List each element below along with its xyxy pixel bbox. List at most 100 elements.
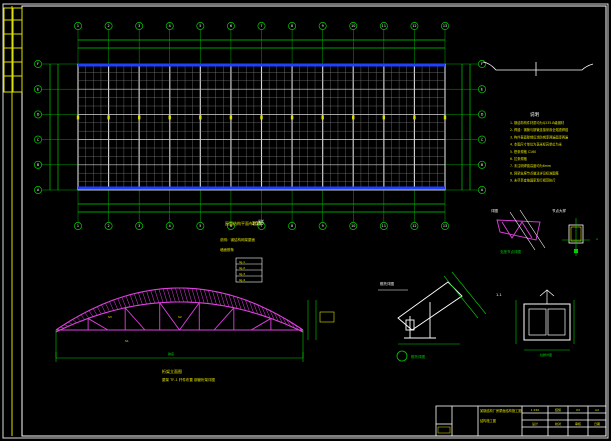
- note-line: 5. 檩条规格 C160: [510, 149, 536, 154]
- grid-bubble-left: A: [34, 186, 42, 194]
- svg-text:6: 6: [230, 24, 232, 28]
- detail2-title: 节点大样: [552, 208, 566, 213]
- svg-text:B: B: [481, 163, 484, 167]
- grid-axis-left: F E D C B A: [34, 60, 78, 194]
- grid-bubble-bottom: 1: [74, 222, 82, 230]
- grid-bubble-right: C: [478, 135, 486, 144]
- detail4-label: 1-1: [496, 293, 502, 297]
- grid-bubble-bottom: 13: [441, 222, 449, 230]
- left-stamp-strip: [3, 7, 23, 93]
- notes-title: 说明: [530, 111, 539, 118]
- support-mark: [107, 115, 110, 120]
- note-line: 4. 本图尺寸单位为毫米标高单位为米: [510, 142, 563, 147]
- svg-text:D: D: [37, 113, 40, 117]
- svg-text:E: E: [37, 87, 39, 91]
- support-mark: [76, 115, 80, 120]
- sheet-frame: [2, 3, 609, 439]
- svg-text:11: 11: [382, 24, 386, 28]
- grid-bubble-top: 1: [74, 22, 82, 30]
- grid-bubble-top: 5: [196, 22, 205, 30]
- grid-bubble-top: 3: [135, 22, 144, 30]
- note-line: 1. 钢结构构件材质均为Q235-B级钢材: [510, 120, 565, 125]
- truss-callout: S1: [125, 339, 129, 343]
- svg-text:F: F: [37, 62, 39, 66]
- support-mark: [260, 115, 263, 120]
- svg-text:7: 7: [260, 224, 262, 228]
- detail4-title: 柱脚详图: [540, 352, 552, 357]
- plan-title: 屋面结构平面布置图: [225, 220, 261, 226]
- svg-text:1: 1: [77, 24, 79, 28]
- grid-bubble-bottom: 10: [349, 222, 358, 230]
- plan-note: 说明：钢结构网架屋面: [220, 237, 255, 242]
- grid-bubble-left: B: [34, 160, 42, 169]
- grid-bubble-right: E: [478, 85, 486, 94]
- grid-bubble-top: 2: [104, 22, 113, 30]
- truss-callout-3: S3: [108, 315, 112, 319]
- grid-bubble-bottom: 11: [379, 222, 388, 230]
- svg-text:11: 11: [382, 224, 386, 228]
- grid-bubble-bottom: 6: [226, 222, 235, 230]
- detail-node-1: 详图 支座节点详图: [491, 208, 546, 254]
- truss-subtitle: 屋架 TF-1 杆件布置 钢管桁架详图: [162, 377, 215, 382]
- legend-item: GJ-4: [239, 278, 245, 282]
- grid-bubble-bottom: 8: [288, 222, 297, 230]
- svg-text:A: A: [37, 188, 40, 192]
- support-mark: [321, 115, 324, 120]
- svg-text:C: C: [481, 138, 484, 142]
- grid-bubble-bottom: 3: [135, 222, 144, 230]
- svg-text:D: D: [481, 113, 484, 117]
- detail3-title: 檩托详图: [411, 354, 425, 359]
- support-mark: [199, 115, 202, 120]
- svg-text:B: B: [37, 163, 40, 167]
- general-notes: 说明 1. 钢结构构件材质均为Q235-B级钢材 2. 焊缝：钢管与钢管连接采用全…: [510, 111, 569, 183]
- truss-elevation: 跨度 S1 S2 S3 GJ-1 GJ-2 GJ-3 GJ-4 桁架立面图 屋架…: [55, 257, 335, 382]
- svg-text:5: 5: [199, 24, 201, 28]
- grid-bubble-top: 13: [441, 22, 449, 30]
- detail-node-2: 节点大样 A: [552, 208, 599, 256]
- note-line: 7. 未注明焊缝高度均为6mm: [510, 163, 551, 168]
- grid-bubble-bottom: 7: [257, 222, 266, 230]
- note-line: 8. 网架支座节点做法详见标准图集: [510, 170, 559, 175]
- svg-text:C: C: [37, 138, 40, 142]
- grid-bubble-bottom: 2: [104, 222, 113, 230]
- titleblock-drawing-name: 结构施工图: [480, 418, 496, 423]
- grid-bubble-left: F: [34, 60, 42, 68]
- note-line: 3. 构件表面除锈后涂防锈漆两遍面漆两遍: [510, 134, 569, 139]
- grid-bubble-top: 8: [288, 22, 297, 30]
- svg-text:3: 3: [138, 24, 140, 28]
- note-line: 6. 拉条规格: [510, 156, 528, 161]
- detail-purlin-support: 檩托详图 檩托详图: [378, 271, 487, 362]
- support-mark: [168, 115, 171, 120]
- svg-text:12: 12: [412, 24, 416, 28]
- grid-bubble-bottom: 4: [165, 222, 174, 230]
- svg-text:5: 5: [199, 224, 201, 228]
- detail3-label: 檩托详图: [380, 281, 394, 286]
- detail1-title: 支座节点详图: [500, 249, 521, 254]
- note-line: 2. 焊缝：钢管与钢管连接采用全熔透焊缝: [510, 127, 569, 132]
- svg-text:13: 13: [443, 224, 447, 228]
- truss-callout-2: S2: [178, 315, 182, 319]
- svg-text:3: 3: [138, 224, 140, 228]
- svg-text:4: 4: [169, 224, 171, 228]
- grid-bubble-bottom: 9: [318, 222, 327, 230]
- grid-bubble-top: 10: [349, 22, 358, 30]
- svg-text:12: 12: [412, 224, 416, 228]
- plan-support-marks: [76, 115, 447, 120]
- titleblock-cell: 日期: [594, 421, 600, 426]
- svg-text:F: F: [481, 62, 483, 66]
- svg-text:8: 8: [291, 224, 293, 228]
- svg-text:2: 2: [107, 224, 109, 228]
- svg-text:10: 10: [351, 24, 355, 28]
- grid-bubble-top: 4: [165, 22, 174, 30]
- purlin-profile-sketch: [482, 61, 594, 76]
- detail1-label: 详图: [491, 208, 499, 213]
- truss-span-label: 跨度: [168, 351, 174, 356]
- grid-bubble-left: E: [34, 85, 42, 94]
- grid-bubble-bottom: 5: [196, 222, 205, 230]
- truss-legend: GJ-1 GJ-2 GJ-3 GJ-4: [235, 257, 263, 283]
